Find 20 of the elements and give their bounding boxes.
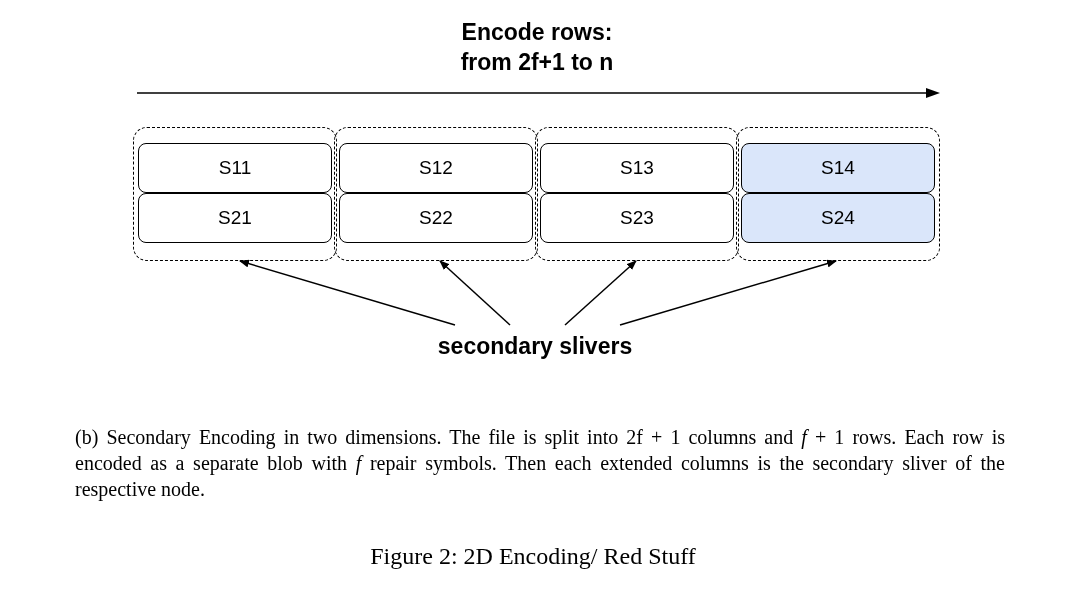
- slice-cell: S21: [138, 193, 332, 243]
- arrow: [564, 260, 637, 326]
- column-group-outline: [535, 127, 739, 261]
- column-group-outline: [133, 127, 337, 261]
- slice-cell: S14: [741, 143, 935, 193]
- arrow: [239, 259, 456, 326]
- arrow: [619, 259, 837, 326]
- heading-text: Encode rows: from 2f+1 to n: [459, 18, 615, 77]
- slice-cell: S22: [339, 193, 533, 243]
- caption-paragraph: (b) Secondary Encoding in two dimensions. The file is split into 2f + 1 columns and f + 1 rows. Each row is encoded as a separate blob with f repair symbols. Then each extended columns is the secondary sliver of the respective node.: [75, 425, 1005, 502]
- column-group-outline: [334, 127, 538, 261]
- column-group-outline: [736, 127, 940, 261]
- slice-cell: S24: [741, 193, 935, 243]
- slice-cell: S11: [138, 143, 332, 193]
- arrow: [439, 260, 511, 326]
- slice-cell: S13: [540, 143, 734, 193]
- slice-cell: S12: [339, 143, 533, 193]
- annotation-text: secondary slivers: [410, 333, 660, 373]
- slice-cell: S23: [540, 193, 734, 243]
- figure-caption: Figure 2: 2D Encoding/ Red Stuff: [369, 543, 697, 570]
